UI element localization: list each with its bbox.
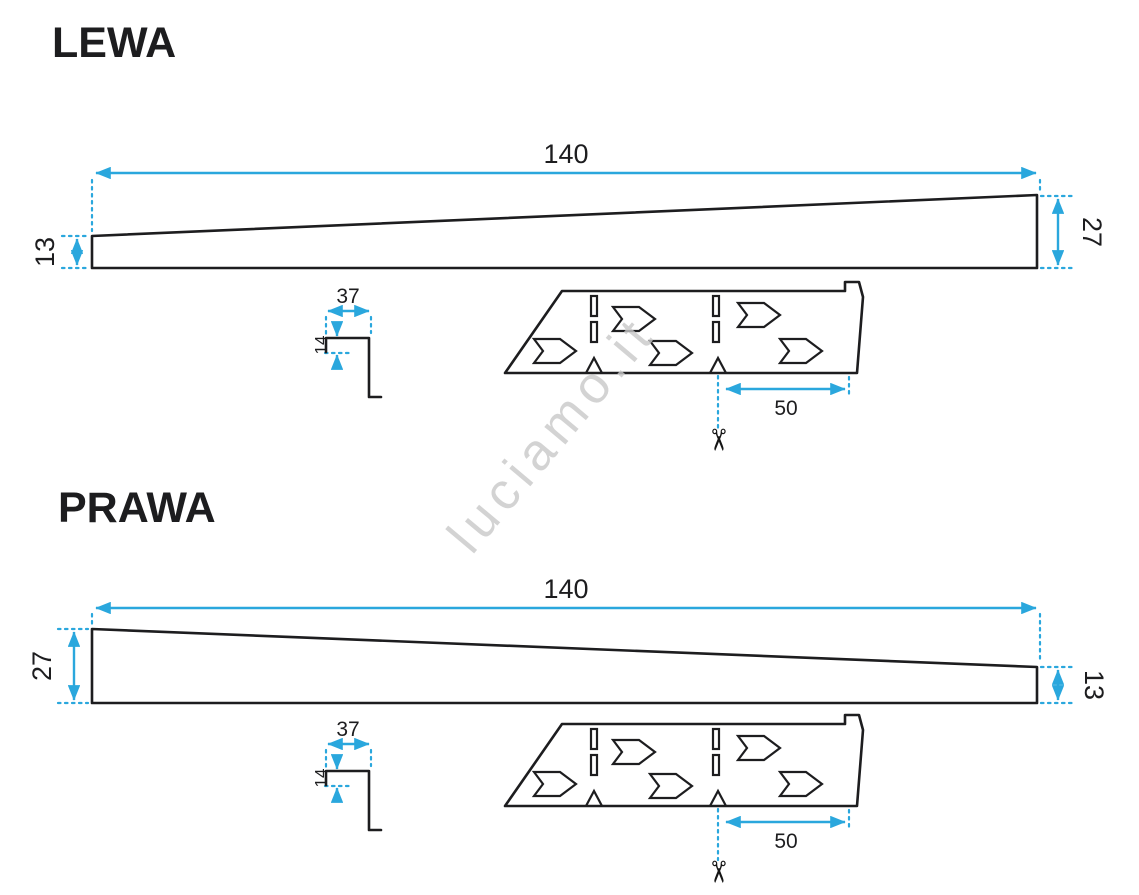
dim-value-right-height: 13 [1079, 670, 1109, 700]
arrow-cutout [735, 734, 782, 762]
watermark-text: luciamo.it [437, 304, 668, 563]
section-prawa: PRAWA 140 27 13 37 [27, 484, 1109, 885]
arrow-cutout [531, 337, 578, 365]
perforated-profile-outline [503, 280, 865, 375]
perforated-profile-detail: 50 ✂ [503, 280, 865, 453]
arrow-cutout [531, 770, 578, 798]
dim-value-right-height: 27 [1077, 217, 1107, 247]
dim-length: 140 [90, 574, 1042, 664]
dim-right-height: 27 [1039, 194, 1107, 270]
tapered-profile-outline [90, 627, 1039, 705]
section-title: LEWA [52, 19, 176, 67]
dim-cut-spacing: 50 [716, 807, 851, 862]
slot-cutout [711, 294, 721, 318]
dim-cut-spacing: 50 [716, 374, 851, 430]
bottom-notch [709, 788, 727, 807]
bottom-notch [585, 355, 603, 374]
end-cap-detail: 37 14 [311, 285, 383, 399]
dim-value-cut-spacing: 50 [774, 830, 797, 853]
end-cap-profile-outline [324, 336, 383, 399]
dim-value-width: 37 [336, 285, 359, 308]
arrow-cutout [647, 772, 694, 800]
dim-value-length: 140 [543, 139, 588, 169]
slot-cutout [589, 294, 599, 318]
dim-length: 140 [90, 139, 1042, 233]
slot-cutout [711, 320, 721, 344]
arrow-cutout [647, 339, 694, 367]
dim-value-left-height: 13 [30, 237, 60, 267]
dim-value-cut-spacing: 50 [774, 397, 797, 420]
slot-cutout [711, 753, 721, 777]
bottom-notch [585, 788, 603, 807]
end-cap-profile-outline [324, 769, 383, 832]
arrow-cutout [735, 301, 782, 329]
slot-cutout [589, 753, 599, 777]
dim-right-height: 13 [1039, 665, 1109, 705]
slot-cutout [711, 727, 721, 751]
scissors-icon: ✂ [701, 427, 734, 452]
dim-value-left-height: 27 [27, 651, 57, 681]
slot-cutout [589, 727, 599, 751]
arrow-cutout [777, 337, 824, 365]
section-lewa: LEWA 140 13 27 37 [30, 19, 1107, 453]
dim-left-height: 27 [27, 627, 90, 705]
arrow-cutout [610, 305, 657, 333]
end-cap-detail: 37 14 [311, 718, 383, 832]
scissors-icon: ✂ [701, 859, 734, 884]
tapered-profile-outline [90, 193, 1039, 270]
perforated-profile-outline [503, 713, 865, 808]
bottom-notch [709, 355, 727, 374]
dim-left-height: 13 [30, 234, 90, 270]
slot-cutout [589, 320, 599, 344]
dim-value-length: 140 [543, 574, 588, 604]
dim-value-width: 37 [336, 718, 359, 741]
perforated-profile-detail: 50 ✂ [503, 713, 865, 885]
arrow-cutout [777, 770, 824, 798]
arrow-cutout [610, 738, 657, 766]
section-title: PRAWA [58, 484, 216, 532]
